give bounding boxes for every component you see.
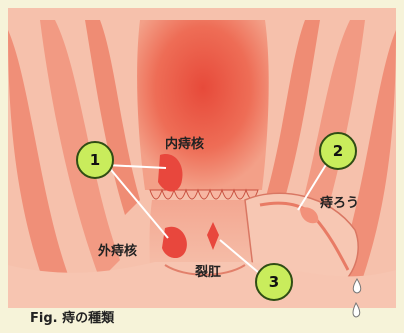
marker-1-number: 1: [90, 151, 100, 169]
marker-1: 1: [77, 142, 113, 178]
label-anal-fistula: 痔ろう: [320, 195, 359, 211]
figure-caption: Fig. 痔の種類: [30, 310, 115, 326]
marker-2-number: 2: [333, 142, 343, 160]
marker-2: 2: [320, 133, 356, 169]
dentate-folds: [150, 190, 258, 199]
rectal-canal: [137, 20, 269, 190]
label-external-hemorrhoid: 外痔核: [97, 243, 137, 259]
label-anal-fissure: 裂肛: [194, 264, 221, 280]
label-internal-hemorrhoid: 内痔核: [165, 136, 204, 152]
marker-3-number: 3: [269, 273, 279, 291]
marker-3: 3: [256, 264, 292, 300]
